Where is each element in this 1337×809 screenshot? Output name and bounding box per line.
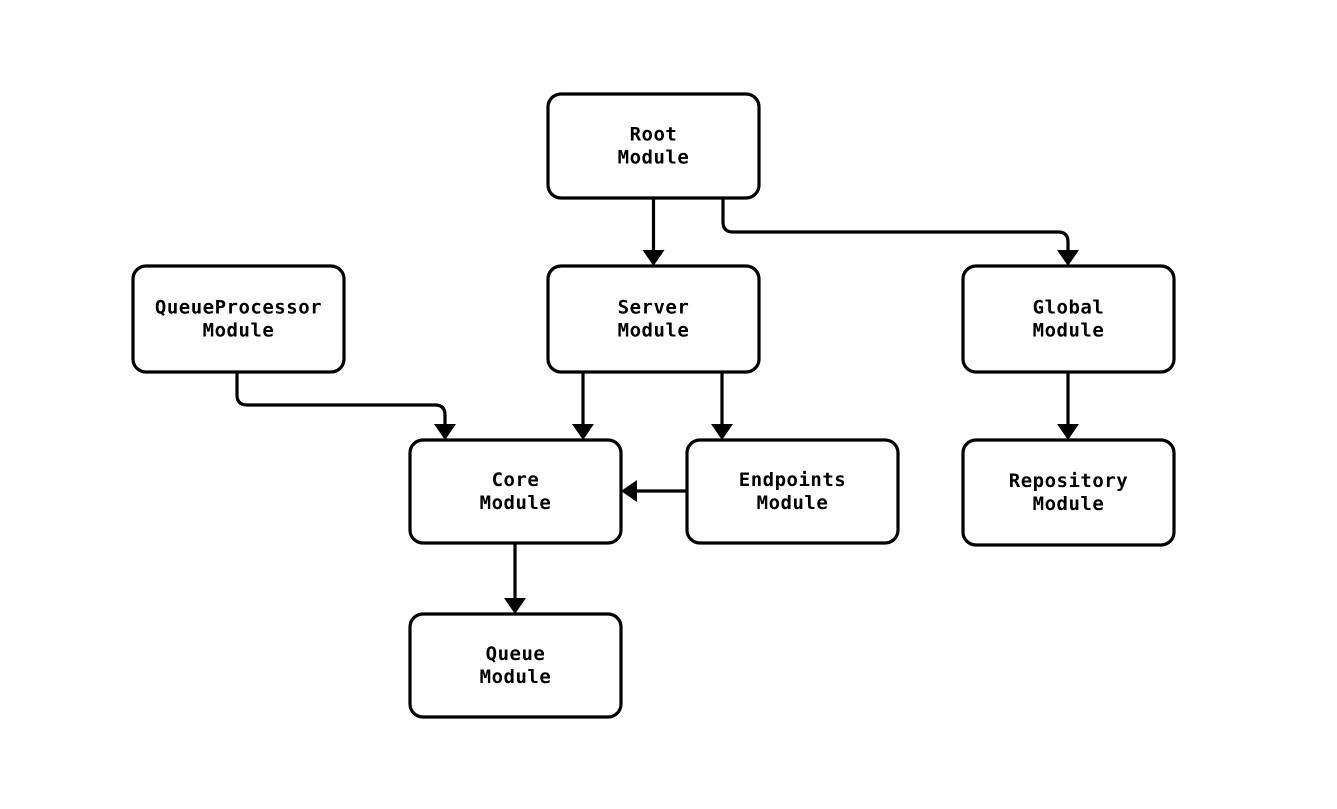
edge-root-to-global [721,198,1079,266]
node-box[interactable] [546,264,761,374]
node-label-line1: Core [492,469,540,491]
node-label-line1: Endpoints [739,469,846,491]
node-label-line2: Module [1033,493,1105,515]
node-label-line2: Module [480,666,552,688]
node-label-line1: QueueProcessor [155,297,322,319]
arrowhead-icon [572,424,594,440]
arrowhead-icon [434,424,456,440]
node-label-line2: Module [1033,320,1105,342]
node-box[interactable] [961,264,1176,374]
arrowhead-icon [1057,250,1079,266]
node-label-line1: Root [630,124,678,146]
edge-server-to-core [572,372,594,440]
arrowhead-icon [504,598,526,614]
node-box[interactable] [408,612,623,719]
edge-queueprocessor-to-core [235,372,456,440]
node-box[interactable] [408,438,623,545]
node-label-line1: Queue [486,643,546,665]
node-label-line2: Module [757,492,829,514]
node-label-line1: Global [1033,297,1105,319]
node-box[interactable] [546,92,761,200]
node-box[interactable] [131,264,346,374]
edge-global-to-repository [1057,372,1079,440]
arrowhead-icon [621,480,637,502]
arrowhead-icon [1057,424,1079,440]
edges-layer [235,198,1079,614]
node-label-line2: Module [618,147,690,169]
edge-line [235,372,447,427]
edge-server-to-endpoints [711,372,733,440]
node-box[interactable] [685,438,900,545]
node-label-line2: Module [203,320,275,342]
node-label-line1: Server [618,297,690,319]
edge-line [721,198,1070,253]
edge-core-to-queue [504,543,526,614]
node-box[interactable] [961,438,1176,547]
arrowhead-icon [711,424,733,440]
arrowhead-icon [642,250,665,266]
nodes-layer: RootModuleQueueProcessorModuleServerModu… [131,92,1176,719]
node-label-line2: Module [618,320,690,342]
node-label-line1: Repository [1009,470,1128,492]
node-label-line2: Module [480,492,552,514]
edge-root-to-server [642,198,665,266]
edge-endpoints-to-core [621,480,687,502]
